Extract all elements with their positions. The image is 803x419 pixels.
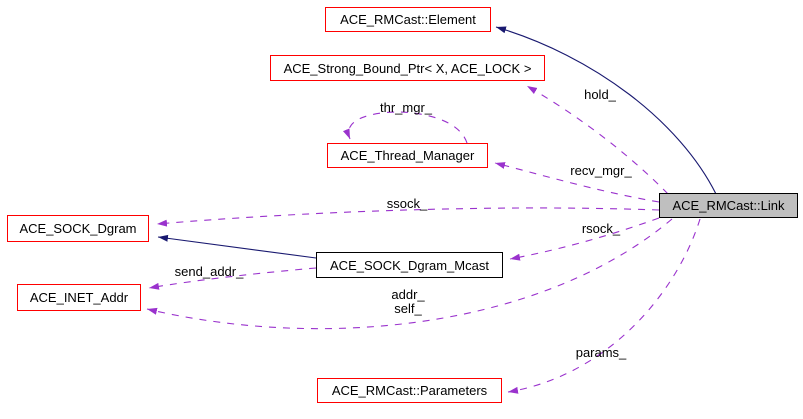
edge-label-send-addr: send_addr_: [174, 264, 244, 279]
edge-label-params: params_: [575, 345, 627, 360]
edge-label-thr-mgr: thr_mgr_: [379, 100, 433, 115]
node-ace-sock-dgram-mcast[interactable]: ACE_SOCK_Dgram_Mcast: [316, 252, 503, 278]
edge-thr-mgr-selfloop: [342, 111, 468, 144]
edge-rsock: [509, 217, 660, 261]
edge-ssock: [156, 207, 660, 227]
edge-params: [507, 218, 701, 394]
node-ace-sock-dgram[interactable]: ACE_SOCK_Dgram: [7, 215, 149, 242]
edge-inherit-link-element: [495, 26, 717, 195]
edge-label-self: self_: [394, 301, 422, 316]
edge-label-addr-self: addr_ self_: [391, 288, 424, 316]
edge-label-ssock: ssock_: [386, 196, 428, 211]
edge-addr-self: [146, 218, 673, 330]
node-ace-rmcast-element[interactable]: ACE_RMCast::Element: [325, 7, 491, 32]
node-ace-rmcast-link: ACE_RMCast::Link: [659, 193, 798, 218]
node-ace-inet-addr[interactable]: ACE_INET_Addr: [17, 284, 141, 311]
edge-inherit-mcast-dgram: [157, 234, 317, 259]
node-ace-thread-manager[interactable]: ACE_Thread_Manager: [327, 143, 488, 168]
edge-label-rsock: rsock_: [581, 221, 621, 236]
edge-label-recv-mgr: recv_mgr_: [570, 163, 632, 178]
edge-hold: [526, 85, 669, 195]
edge-recv-mgr: [494, 162, 660, 203]
edge-send-addr: [148, 267, 317, 290]
node-ace-strong-bound-ptr[interactable]: ACE_Strong_Bound_Ptr< X, ACE_LOCK >: [270, 55, 545, 81]
node-ace-rmcast-parameters[interactable]: ACE_RMCast::Parameters: [317, 378, 502, 403]
edge-label-addr: addr_: [391, 287, 425, 302]
edge-label-hold: hold_: [584, 87, 616, 102]
